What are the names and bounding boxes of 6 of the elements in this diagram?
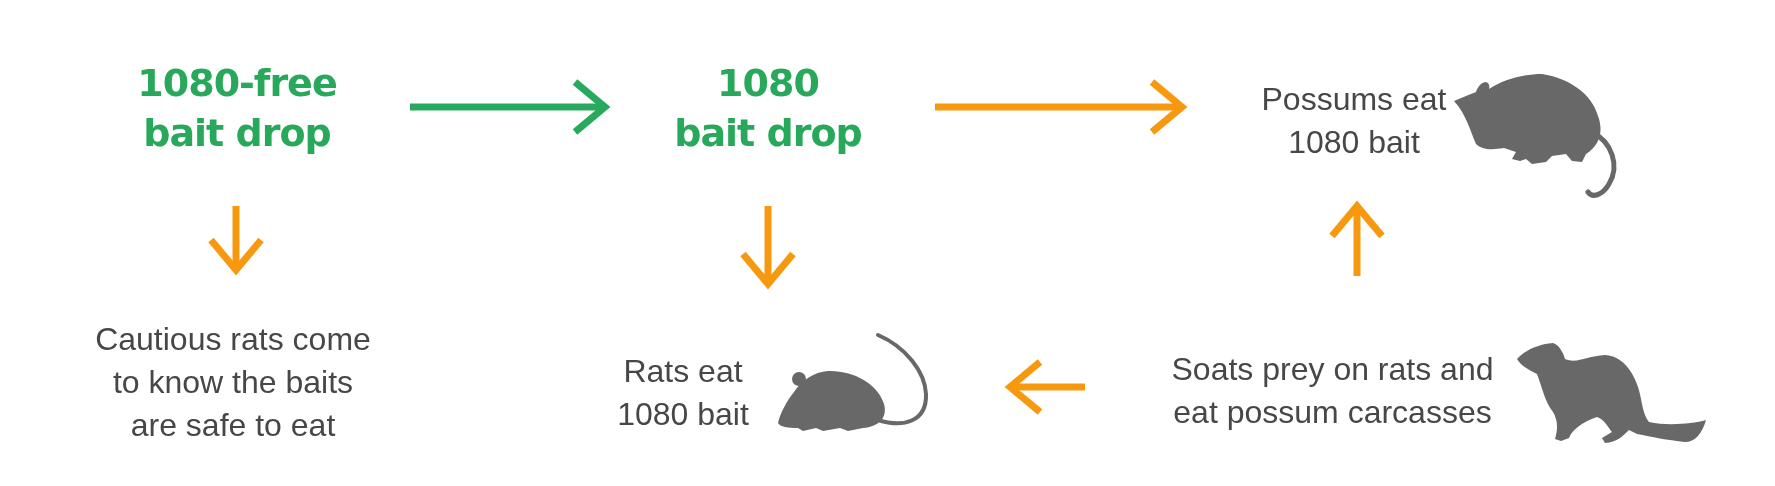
step-text: Possums eat 1080 bait [1260,80,1448,162]
step-text: Soats prey on rats and eat possum carcasses [1170,350,1495,432]
step-heading: 1080 bait drop [673,60,863,157]
step-text: Cautious rats come to know the baits are safe to eat [94,320,372,445]
step-heading: 1080-free bait drop [136,60,338,157]
step-text: Rats eat 1080 bait [616,352,750,434]
